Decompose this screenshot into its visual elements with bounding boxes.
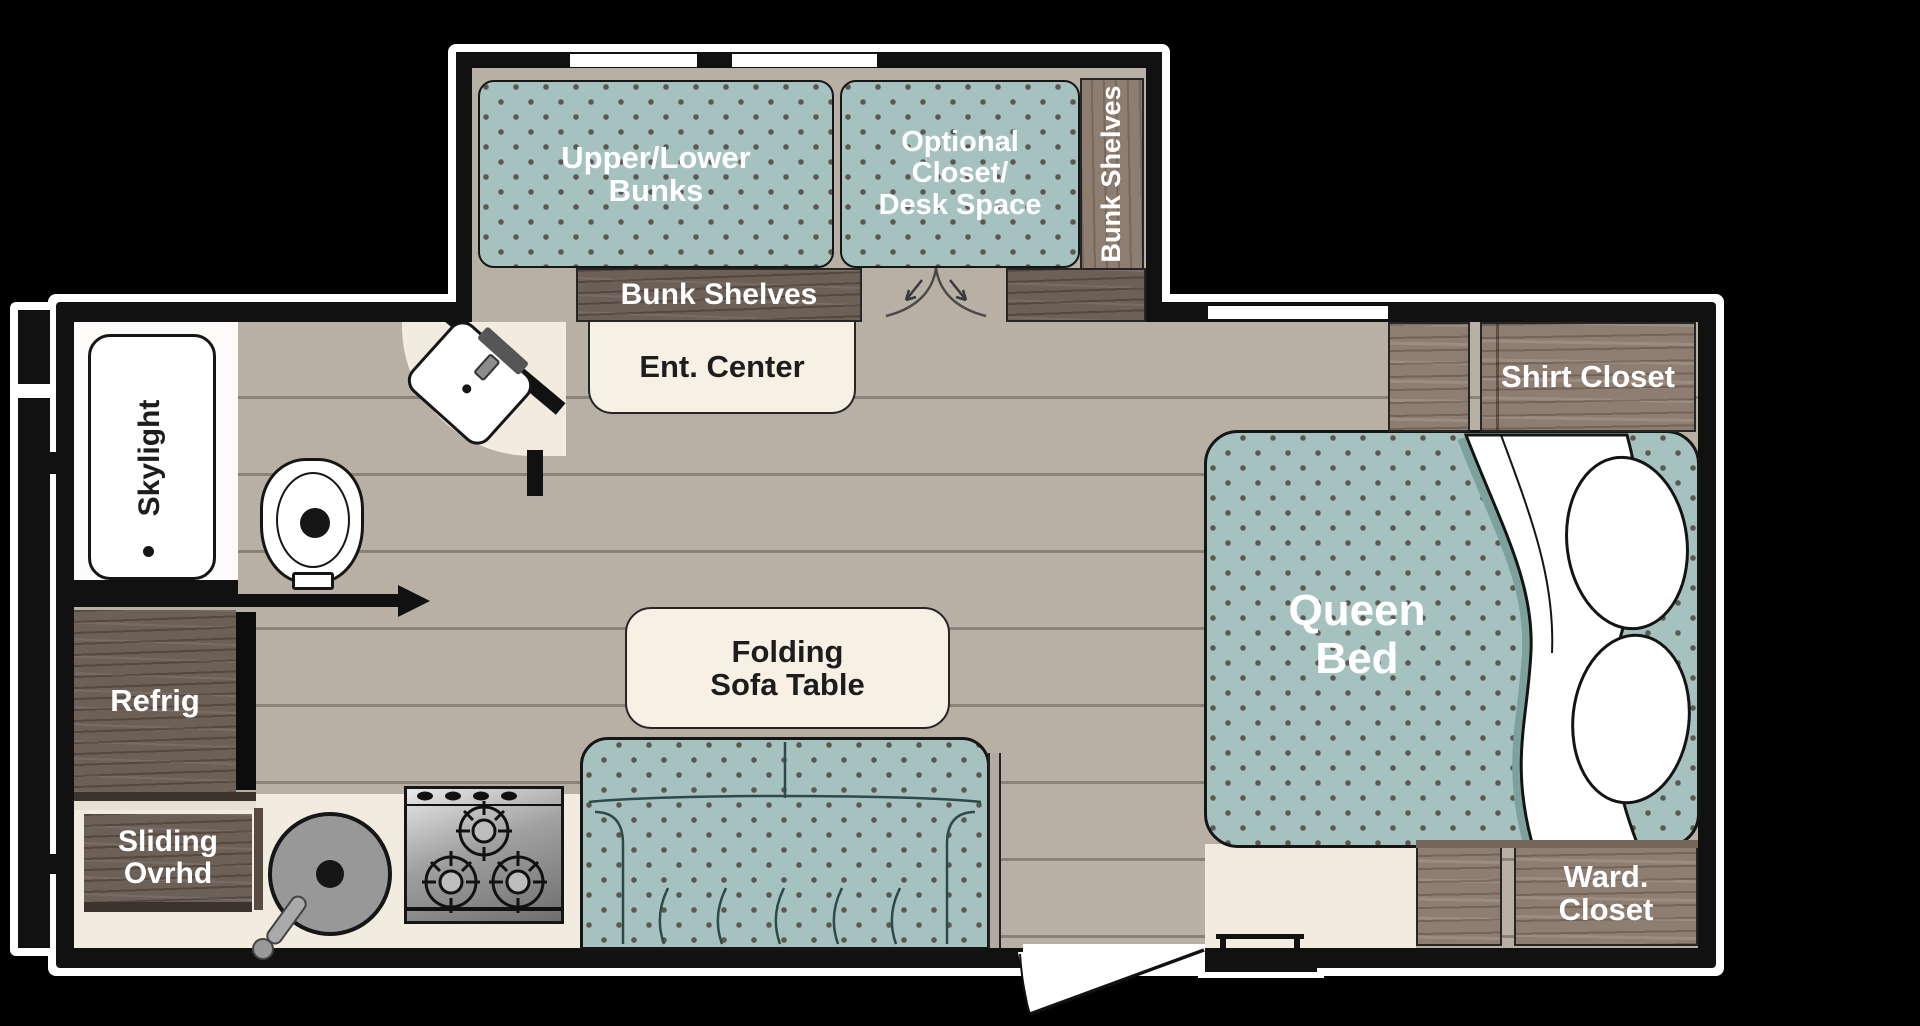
wardrobe-closet: Ward. Closet [1514, 840, 1698, 946]
front-cap-wall [18, 310, 50, 948]
sofa [580, 737, 990, 950]
refrigerator: Refrig [74, 610, 236, 792]
sliding-overhead-cabinet: Sliding Ovrhd [84, 814, 252, 902]
refrigerator-side-shadow [236, 612, 256, 790]
entry-rail [1216, 934, 1304, 939]
bunk-cushion-optional-closet: Optional Closet/ Desk Space [840, 80, 1080, 268]
wardrobe-frame-strip [1416, 840, 1698, 848]
stove-icon [404, 786, 564, 924]
curtain-icon [885, 267, 987, 318]
bedroom-window [1208, 306, 1388, 319]
bunk-shelves-panel [1080, 78, 1144, 270]
bunk-shelves-bar-right [1006, 268, 1146, 322]
bunk-window-right [732, 54, 877, 67]
bunk-window-left [570, 54, 697, 67]
bunk-shelves-bar: Bunk Shelves [576, 268, 862, 322]
bathtub [88, 334, 216, 580]
nightstand-bottom [1416, 840, 1502, 946]
entry-step [1205, 948, 1317, 972]
entry-rail-post-left [1220, 934, 1226, 948]
diagonal-wall-jamb [527, 450, 543, 496]
skylight-label: Skylight [132, 399, 166, 517]
bunk-shelves-side-label: Bunk Shelves [1096, 85, 1127, 263]
counter-trim-light [74, 801, 256, 810]
entry-rail-post-right [1294, 934, 1300, 948]
folding-sofa-table: Folding Sofa Table [625, 607, 950, 729]
queen-bed: Queen Bed [1204, 430, 1700, 848]
door-jamb [988, 753, 1001, 948]
front-cap-notch [18, 384, 50, 398]
bunk-cushion-upper-lower: Upper/Lower Bunks [478, 80, 834, 268]
shirt-closet-door-line [1496, 324, 1499, 430]
sliding-cabinet-trim [84, 902, 252, 912]
sliding-cabinet-rail [254, 808, 263, 910]
shirt-closet: Shirt Closet [1480, 322, 1696, 432]
bedroom-floor-strip [1205, 844, 1416, 948]
entry-door-swing-icon [1018, 948, 1205, 1016]
bathtub-drain [143, 546, 154, 557]
ent-center: Ent. Center [588, 322, 856, 414]
counter-trim-dark [74, 792, 256, 801]
queen-bed-label: Queen Bed [1288, 586, 1426, 683]
nightstand-top [1388, 322, 1470, 432]
bathroom-wall [56, 580, 238, 597]
